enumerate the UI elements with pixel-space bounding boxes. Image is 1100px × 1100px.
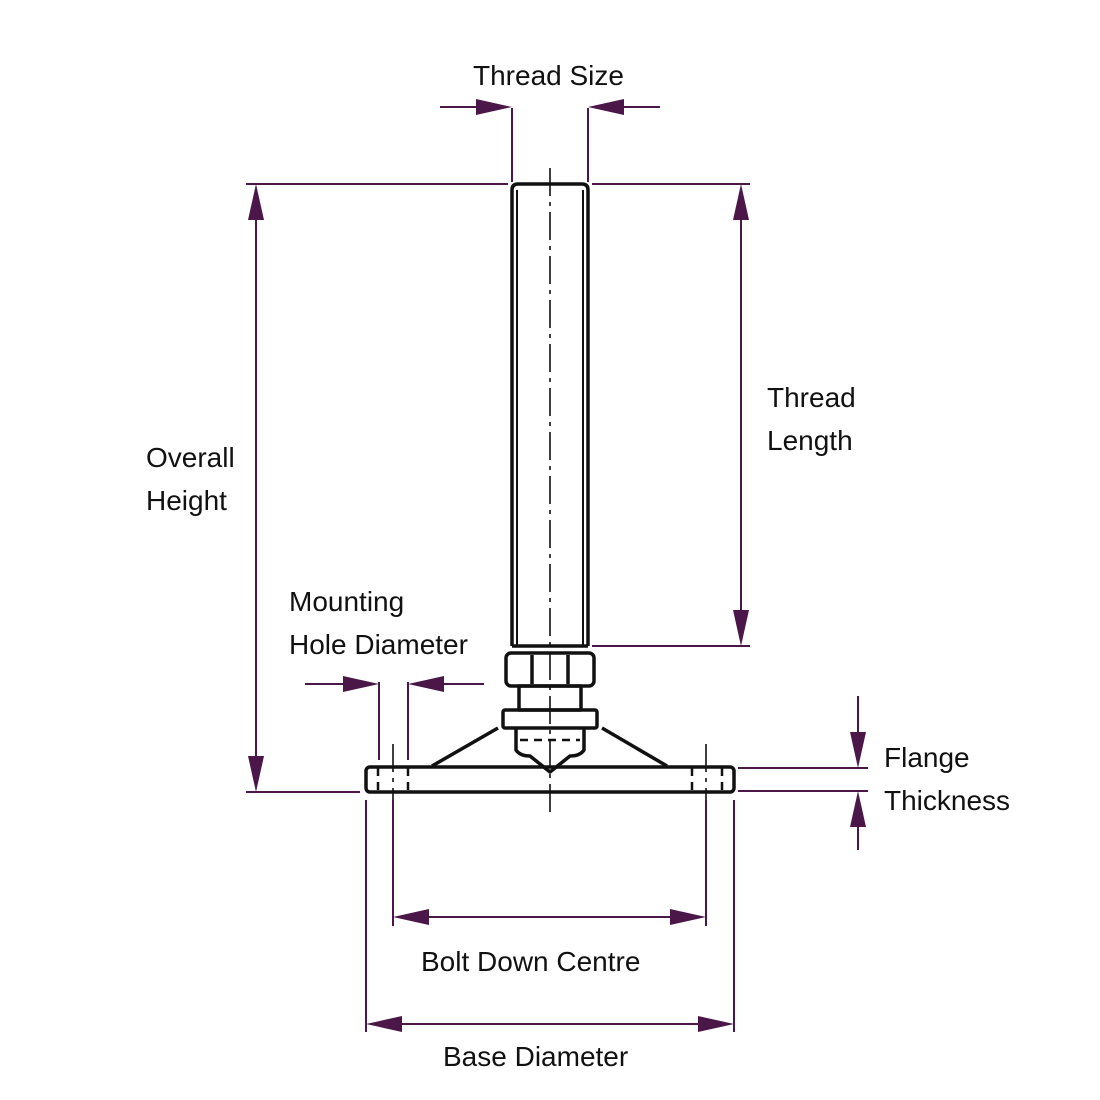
thread-length-label: Thread Length (767, 376, 856, 462)
threaded-stud (510, 182, 590, 646)
base-cone (431, 726, 668, 768)
overall-height-line2: Height (146, 485, 227, 516)
thread-size-label: Thread Size (473, 60, 624, 91)
mounting-hole-line2: Hole Diameter (289, 629, 468, 660)
mounting-hole-diameter-label: Mounting Hole Diameter (289, 580, 468, 666)
mounting-hole-line1: Mounting (289, 586, 405, 617)
washer (501, 708, 599, 730)
base-diameter-label: Base Diameter (443, 1041, 629, 1072)
flange-thickness-line2: Thickness (884, 785, 1011, 816)
bolt-down-centre-label: Bolt Down Centre (421, 946, 641, 977)
thread-length-line1: Thread (767, 382, 856, 413)
dimension-lines (246, 99, 868, 1032)
base-plate (364, 765, 736, 794)
flange-thickness-label: Flange Thickness (884, 736, 1010, 822)
flange-thickness-line1: Flange (884, 742, 970, 773)
thread-length-line2: Length (767, 425, 853, 456)
overall-height-label: Overall Height (146, 436, 235, 522)
levelling-foot (364, 168, 736, 830)
ball-joint (514, 728, 586, 774)
overall-height-line1: Overall (146, 442, 235, 473)
